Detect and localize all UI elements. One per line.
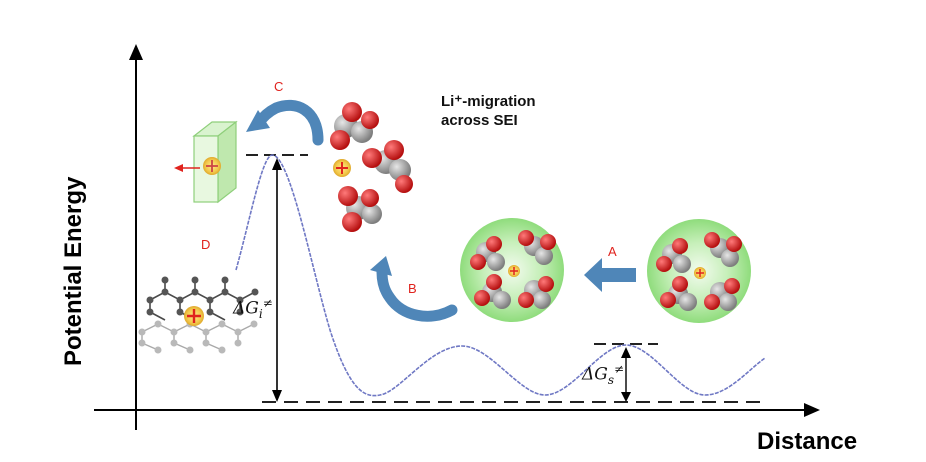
solvent-molecule-icon <box>474 274 511 309</box>
graphite-lattice-icon <box>138 276 259 354</box>
solvent-molecule-icon <box>330 102 379 150</box>
step-label-c: C <box>274 79 284 94</box>
solvent-molecule-icon <box>660 276 697 311</box>
interface-arrow-bottom <box>272 390 282 402</box>
sei-arrow-top <box>621 347 631 358</box>
migration-title-line2: across SEI <box>441 112 518 129</box>
x-axis-arrowhead <box>804 403 820 417</box>
step-label-a: A <box>608 244 617 259</box>
straight-arrow-a <box>584 258 636 292</box>
solvent-molecule-icon <box>656 238 691 273</box>
y-axis-arrowhead <box>129 44 143 60</box>
solvent-molecule-icon <box>470 236 505 271</box>
solvated-ion-sphere <box>647 219 751 323</box>
solvated-ion-sphere <box>460 218 564 322</box>
curved-arrow-b <box>370 256 458 322</box>
solvent-molecule-icon <box>704 278 740 311</box>
solvent-molecule-icon <box>362 140 413 193</box>
sei-barrier-label: ΔGs≠ <box>582 362 625 388</box>
solvent-molecule-icon <box>518 276 554 309</box>
solvent-molecule-icon <box>704 232 742 267</box>
sei-arrow-bottom <box>621 392 631 402</box>
x-axis-label: Distance <box>757 428 858 455</box>
solvent-molecule-icon <box>338 186 382 232</box>
migration-title-line1: Li⁺-migration <box>441 93 536 110</box>
migration-title: Li⁺-migration across SEI <box>441 92 536 130</box>
interface-arrow-top <box>272 158 282 170</box>
free-ion-cluster <box>330 102 413 232</box>
energy-profile-curve <box>235 154 766 397</box>
solvent-molecule-icon <box>518 230 556 265</box>
interface-barrier-label: ΔGi≠ <box>233 296 273 322</box>
y-axis-label: Potential Energy <box>60 176 87 366</box>
electrode-slab-icon <box>174 120 238 204</box>
step-label-b: B <box>408 281 417 296</box>
curved-arrow-c <box>246 99 324 146</box>
step-label-d: D <box>201 237 211 252</box>
